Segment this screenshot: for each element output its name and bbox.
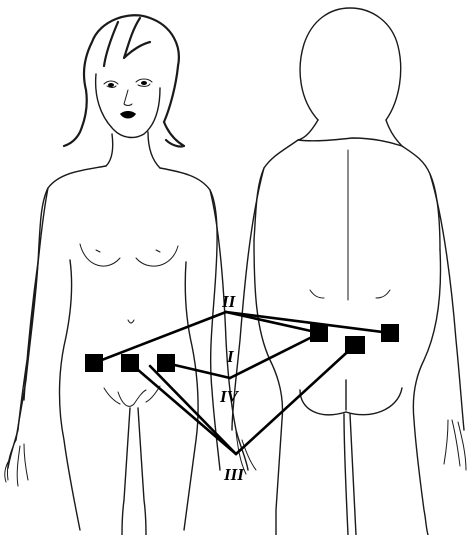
front-body-outline [16,166,220,470]
front-hand-left [5,440,28,486]
back-waist-mark [310,290,390,298]
electrode-front-1 [85,354,103,372]
front-nose [124,90,132,106]
label-ii: II [221,292,237,311]
back-legs [344,414,356,535]
lead-iv-back-segment [230,334,318,378]
label-i: I [226,347,235,366]
back-arm-right [430,174,464,430]
front-pupil-right [141,81,147,85]
back-head [300,8,401,120]
electrode-front-3 [157,354,175,372]
front-arm-left [8,188,48,468]
back-buttocks [300,380,402,415]
front-chest [80,244,178,266]
front-mouth [120,111,136,119]
electrode-back-3 [381,324,399,342]
back-figure [232,8,466,535]
front-pupil-left [108,83,114,87]
back-hand-right [444,420,466,470]
label-iii: III [223,465,245,484]
electrode-back-1 [310,324,328,342]
back-hair-edge [298,120,402,146]
lead-iii-front-segment-2 [150,366,236,454]
lead-iii-back-segment [236,345,355,454]
front-figure [5,15,256,535]
electrode-back-2 [345,336,365,354]
back-torso [254,240,440,535]
front-navel [128,320,134,323]
label-iv: IV [219,387,240,406]
front-legs [122,408,146,535]
lead-iv-front-segment [166,363,230,378]
electrode-front-2 [121,354,139,372]
back-shoulders [254,140,440,250]
front-pelvis [104,386,160,406]
front-hair [64,15,184,146]
